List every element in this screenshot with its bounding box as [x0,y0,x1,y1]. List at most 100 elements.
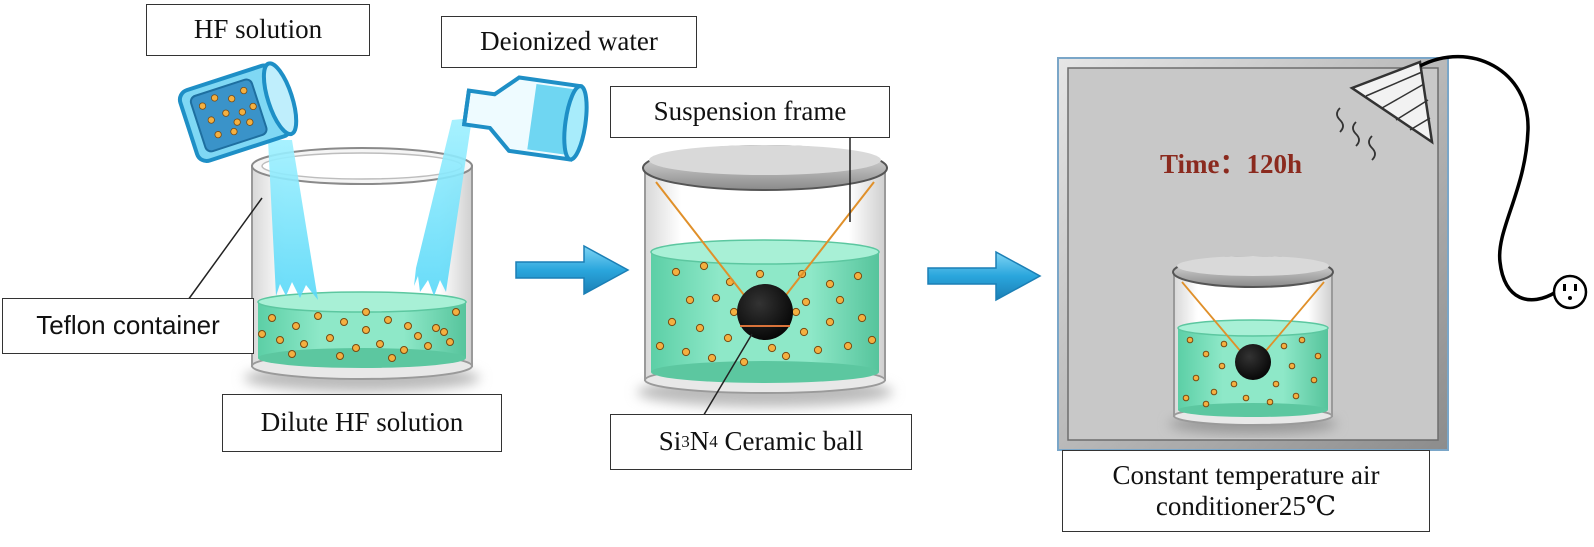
particle [362,308,370,316]
particle [711,293,721,303]
particle [400,346,408,354]
particle [729,307,739,317]
particle [853,271,863,281]
bottle-particle [246,118,254,126]
particle [288,350,296,358]
particle [1272,380,1280,388]
bottle-particle [211,94,219,102]
particle [414,332,422,340]
particle [432,324,440,332]
ceramic-ball-rest: Ceramic ball [717,426,864,457]
ceramic-ball-sub2: 4 [709,432,718,452]
process-arrow-1 [515,244,630,296]
particle [739,357,749,367]
particle [667,317,677,327]
particle [314,312,322,320]
air-conditioner-line1: Constant temperature air [1112,459,1380,490]
particle [813,345,823,355]
particle [452,308,460,316]
particle [707,353,717,363]
particle [336,352,344,360]
particle [699,261,709,271]
particle [781,351,791,361]
ceramic-ball-si: Si [658,426,682,457]
bottle-particle [228,95,236,103]
teflon-leader-line [187,197,263,301]
particle [1280,342,1288,350]
power-plug-icon [1552,274,1588,310]
particle [767,343,777,353]
particle [1210,388,1218,396]
particle [843,341,853,351]
particle [326,334,334,342]
bottle-particle [233,118,241,126]
particle [446,338,454,346]
particle [671,267,681,277]
bottle-particles [198,86,257,139]
particle [1186,336,1194,344]
process-arrow-2 [927,250,1042,302]
particle [268,314,276,322]
teflon-container-label: Teflon container [2,298,254,354]
particle [376,340,384,348]
particle [424,342,432,350]
particle [1220,340,1228,348]
particle [258,330,266,338]
particle [835,295,845,305]
particle [384,316,392,324]
constant-temperature-chamber [1057,57,1449,451]
small-container [1169,256,1337,434]
dilute-hf-solution-label: Dilute HF solution [222,394,502,452]
particle [1298,336,1306,344]
particle [276,336,284,344]
hf-solution-label: HF solution [146,4,370,56]
ceramic-ball-n: N [689,426,710,457]
hf-solution-stream [268,140,318,300]
particle [388,354,396,362]
bottle-particle [240,86,248,95]
particles-small-container [1182,336,1322,408]
hf-solution-bottle [177,61,299,163]
particle [801,297,811,307]
particle [292,322,300,330]
particle [440,328,448,336]
particle [340,318,348,326]
suspension-frame-label: Suspension frame [610,86,890,138]
particle [825,279,835,289]
deionized-water-stream [414,118,472,296]
particles-container-1 [258,308,460,362]
particle [1202,400,1210,408]
time-label: Time：120h [1160,149,1303,179]
bottle-particle [222,109,230,117]
air-conditioner-unit [1336,60,1434,161]
bottle-particle [230,127,238,136]
air-conditioner-line2: conditioner25℃ [1155,491,1337,521]
particle [352,344,360,352]
bottle-particle [207,116,215,124]
ceramic-ball-leader-line [701,333,753,419]
particle [857,313,867,323]
teflon-container-2 [637,145,893,407]
particle [825,317,835,327]
particle [1242,394,1250,402]
deionized-water-label: Deionized water [441,16,697,68]
bottle-particle [198,102,207,110]
particle [685,295,695,305]
particle [1202,350,1210,358]
particle [799,327,809,337]
particle [723,333,733,343]
particle [1218,362,1226,370]
ceramic-ball-sub1: 3 [681,432,690,452]
ceramic-ball [737,284,793,340]
particle [655,341,665,351]
particle [791,307,801,317]
particle [362,326,370,334]
deionized-water-bottle [461,75,589,162]
particle [300,340,308,348]
particle [1314,352,1322,360]
particle [1288,362,1296,370]
particle [404,322,412,330]
